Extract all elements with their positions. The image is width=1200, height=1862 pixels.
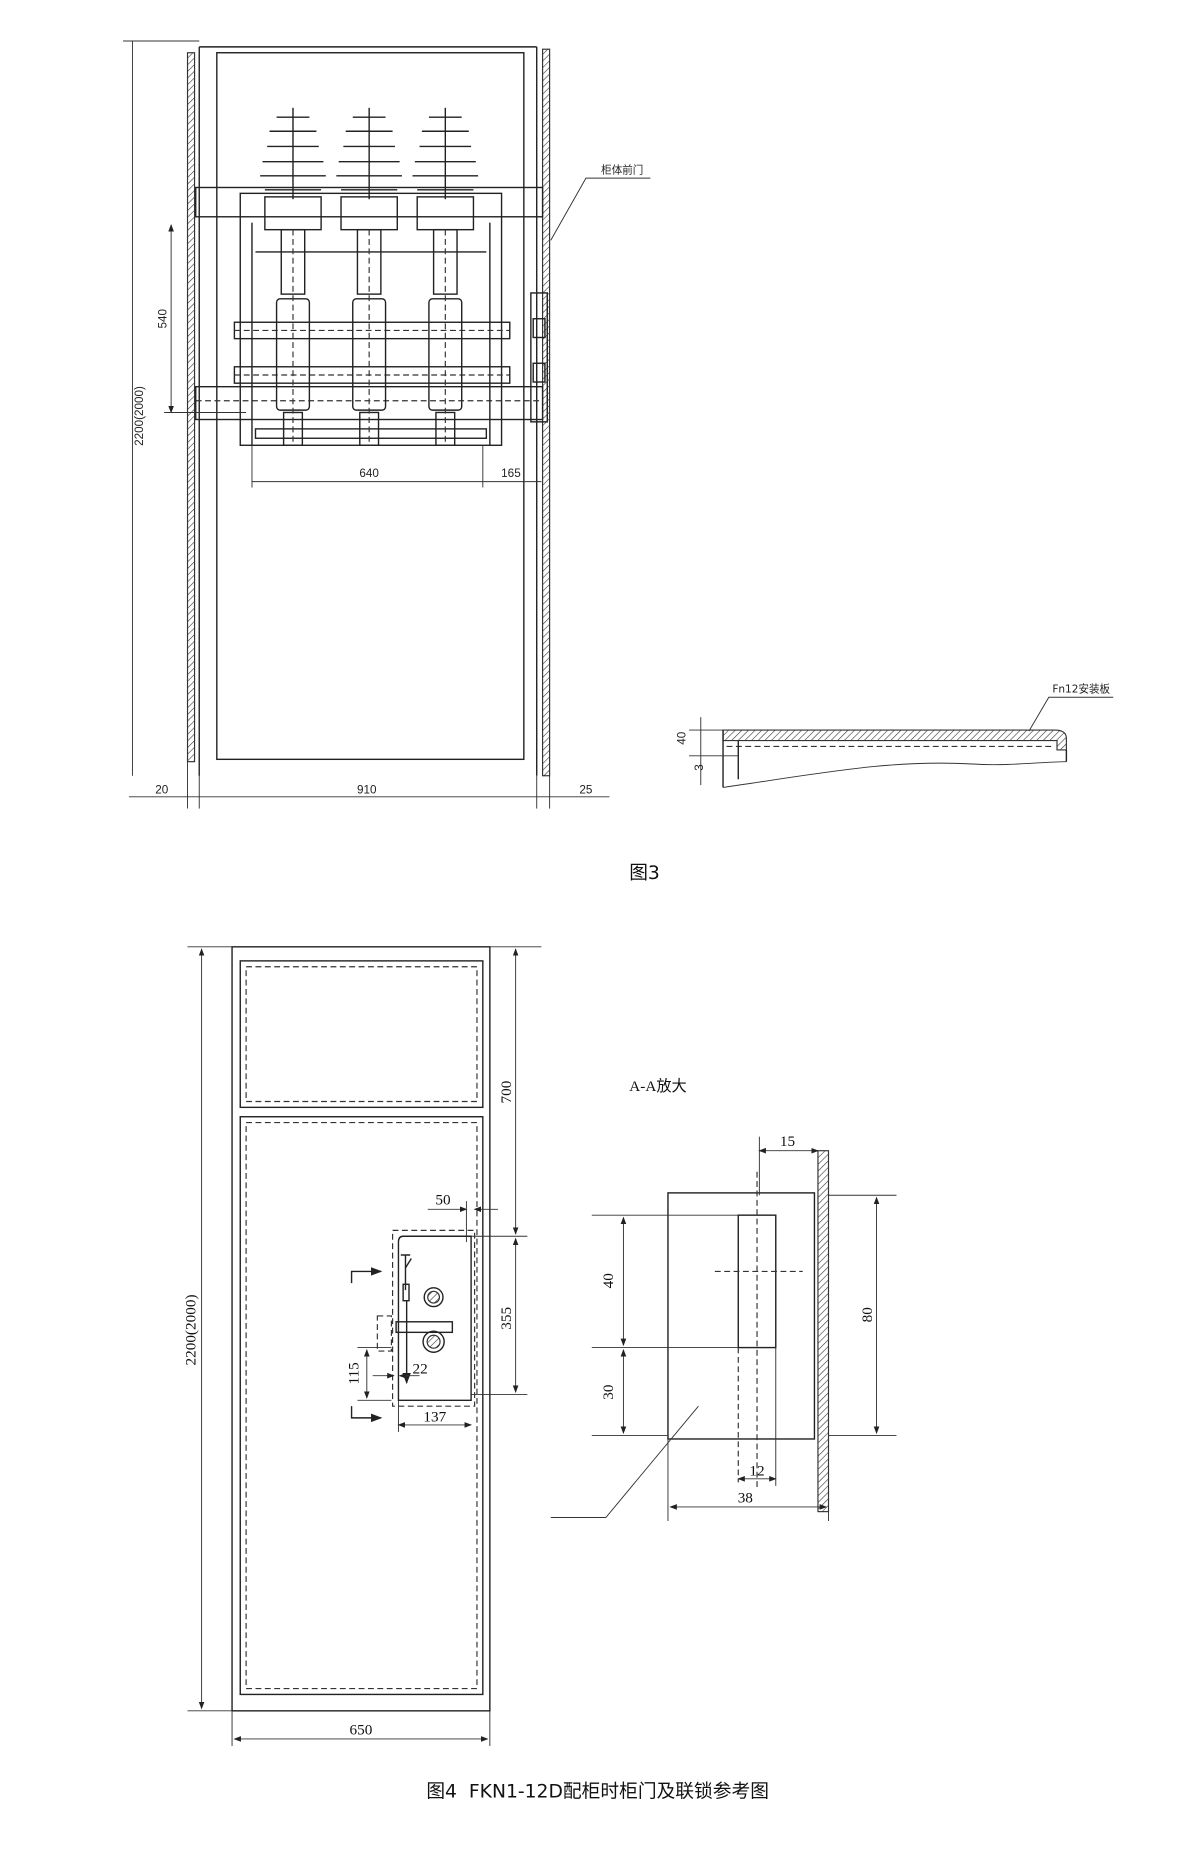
door-outline	[231, 946, 491, 1712]
figure-3-cabinet-front: 2200(2000)	[123, 40, 1114, 884]
section-label-a-a: A-A放大	[629, 1078, 686, 1095]
dim-20: 20	[155, 783, 169, 796]
left-wall	[186, 52, 196, 763]
dim-650: 650	[350, 1721, 373, 1738]
interlock-panel	[376, 1229, 476, 1407]
right-wall	[541, 48, 551, 777]
dim-165: 165	[501, 467, 521, 480]
figure-4-cabinet-door: 2200(2000) 700 355 50	[183, 946, 897, 1803]
section-a-a-detail: 15 40 30 80 12 38	[550, 1133, 897, 1522]
callout-cabinet-door: 柜体前门	[601, 163, 643, 176]
dim-640: 640	[359, 467, 379, 480]
pole-a	[260, 107, 326, 446]
dim-30: 30	[600, 1384, 617, 1400]
dim-15: 15	[780, 1133, 796, 1150]
dim-12: 12	[749, 1462, 764, 1479]
dim-22: 22	[413, 1360, 428, 1377]
dim-115: 115	[346, 1362, 363, 1385]
dim-80: 80	[859, 1307, 876, 1323]
dim-137: 137	[423, 1408, 446, 1425]
dim-3: 3	[693, 764, 706, 771]
dim-700: 700	[498, 1080, 515, 1103]
dim-40-detail: 40	[600, 1273, 617, 1289]
dim-40: 40	[676, 731, 689, 745]
dim-fig3-height: 2200(2000)	[133, 386, 146, 446]
dim-910: 910	[357, 783, 377, 796]
callout-fn12-plate: Fn12安装板	[1052, 683, 1110, 696]
dim-fig4-height: 2200(2000)	[183, 1294, 200, 1365]
pole-b	[336, 107, 402, 446]
dim-38: 38	[738, 1489, 754, 1506]
dim-540: 540	[156, 308, 169, 328]
figure-3-caption: 图3	[629, 863, 660, 884]
dim-25: 25	[579, 783, 593, 796]
dim-355: 355	[498, 1306, 515, 1329]
fn12-mounting-plate-detail: 40 3 Fn12安装板	[676, 683, 1114, 788]
figure-4-caption: 图4 FKN1-12D配柜时柜门及联锁参考图	[426, 1782, 769, 1803]
door-panel	[216, 52, 525, 761]
dim-50: 50	[435, 1192, 451, 1209]
pole-c	[412, 107, 479, 446]
